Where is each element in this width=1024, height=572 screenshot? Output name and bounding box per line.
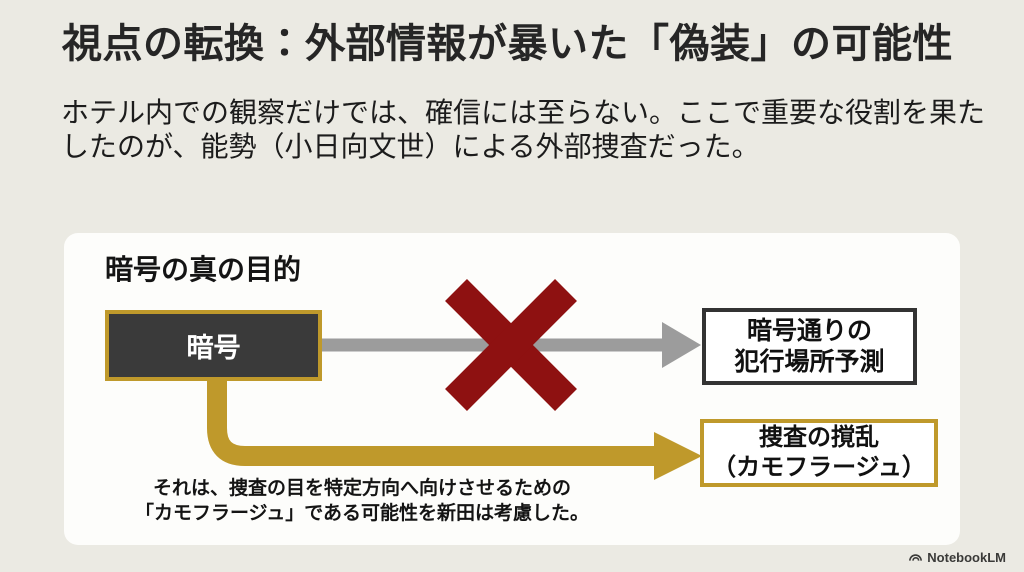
diagram-caption: それは、捜査の目を特定方向へ向けさせるための 「カモフラージュ」である可能性を新… — [102, 476, 622, 526]
body-line-2: したのが、能勢（小日向文世）による外部捜査だった。 — [61, 131, 760, 162]
diagram-heading: 暗号の真の目的 — [105, 254, 302, 285]
slide-body-text: ホテル内での観察だけでは、確信には至らない。ここで重要な役割を果たしたのが、能勢… — [61, 96, 985, 164]
rejected-outcome-line-2: 犯行場所予測 — [734, 347, 885, 376]
rejected-arrow-head — [662, 322, 701, 368]
notebooklm-watermark: NotebookLM — [908, 550, 1006, 565]
accepted-outcome-line-2: （カモフラージュ） — [712, 454, 926, 481]
code-source-label: 暗号 — [186, 333, 241, 363]
cross-icon — [445, 279, 577, 411]
caption-line-1: それは、捜査の目を特定方向へ向けさせるための — [152, 478, 571, 499]
accepted-outcome-line-1: 捜査の撹乱 — [759, 424, 879, 451]
diagram-arrow-layer — [207, 279, 702, 480]
page-title: 視点の転換：外部情報が暴いた「偽装」の可能性 — [62, 22, 953, 66]
accepted-outcome-box: 捜査の撹乱 （カモフラージュ） — [700, 419, 938, 487]
rejected-outcome-line-1: 暗号通りの — [746, 316, 872, 345]
accepted-arrow-head — [654, 432, 702, 480]
rejected-outcome-box: 暗号通りの 犯行場所予測 — [702, 308, 917, 385]
notebooklm-logo-icon — [909, 554, 923, 561]
diagram-card: 暗号の真の目的 暗号 暗号通りの 犯行場所予測 捜査の撹乱 （カモフラージュ） … — [64, 233, 960, 545]
code-source-box: 暗号 — [105, 310, 322, 381]
body-line-1: ホテル内での観察だけでは、確信には至らない。ここで重要な役割を果た — [61, 97, 986, 128]
accepted-arrow-line — [207, 379, 656, 466]
notebooklm-brand-label: NotebookLM — [927, 550, 1006, 565]
caption-line-2: 「カモフラージュ」である可能性を新田は考慮した。 — [134, 503, 590, 524]
